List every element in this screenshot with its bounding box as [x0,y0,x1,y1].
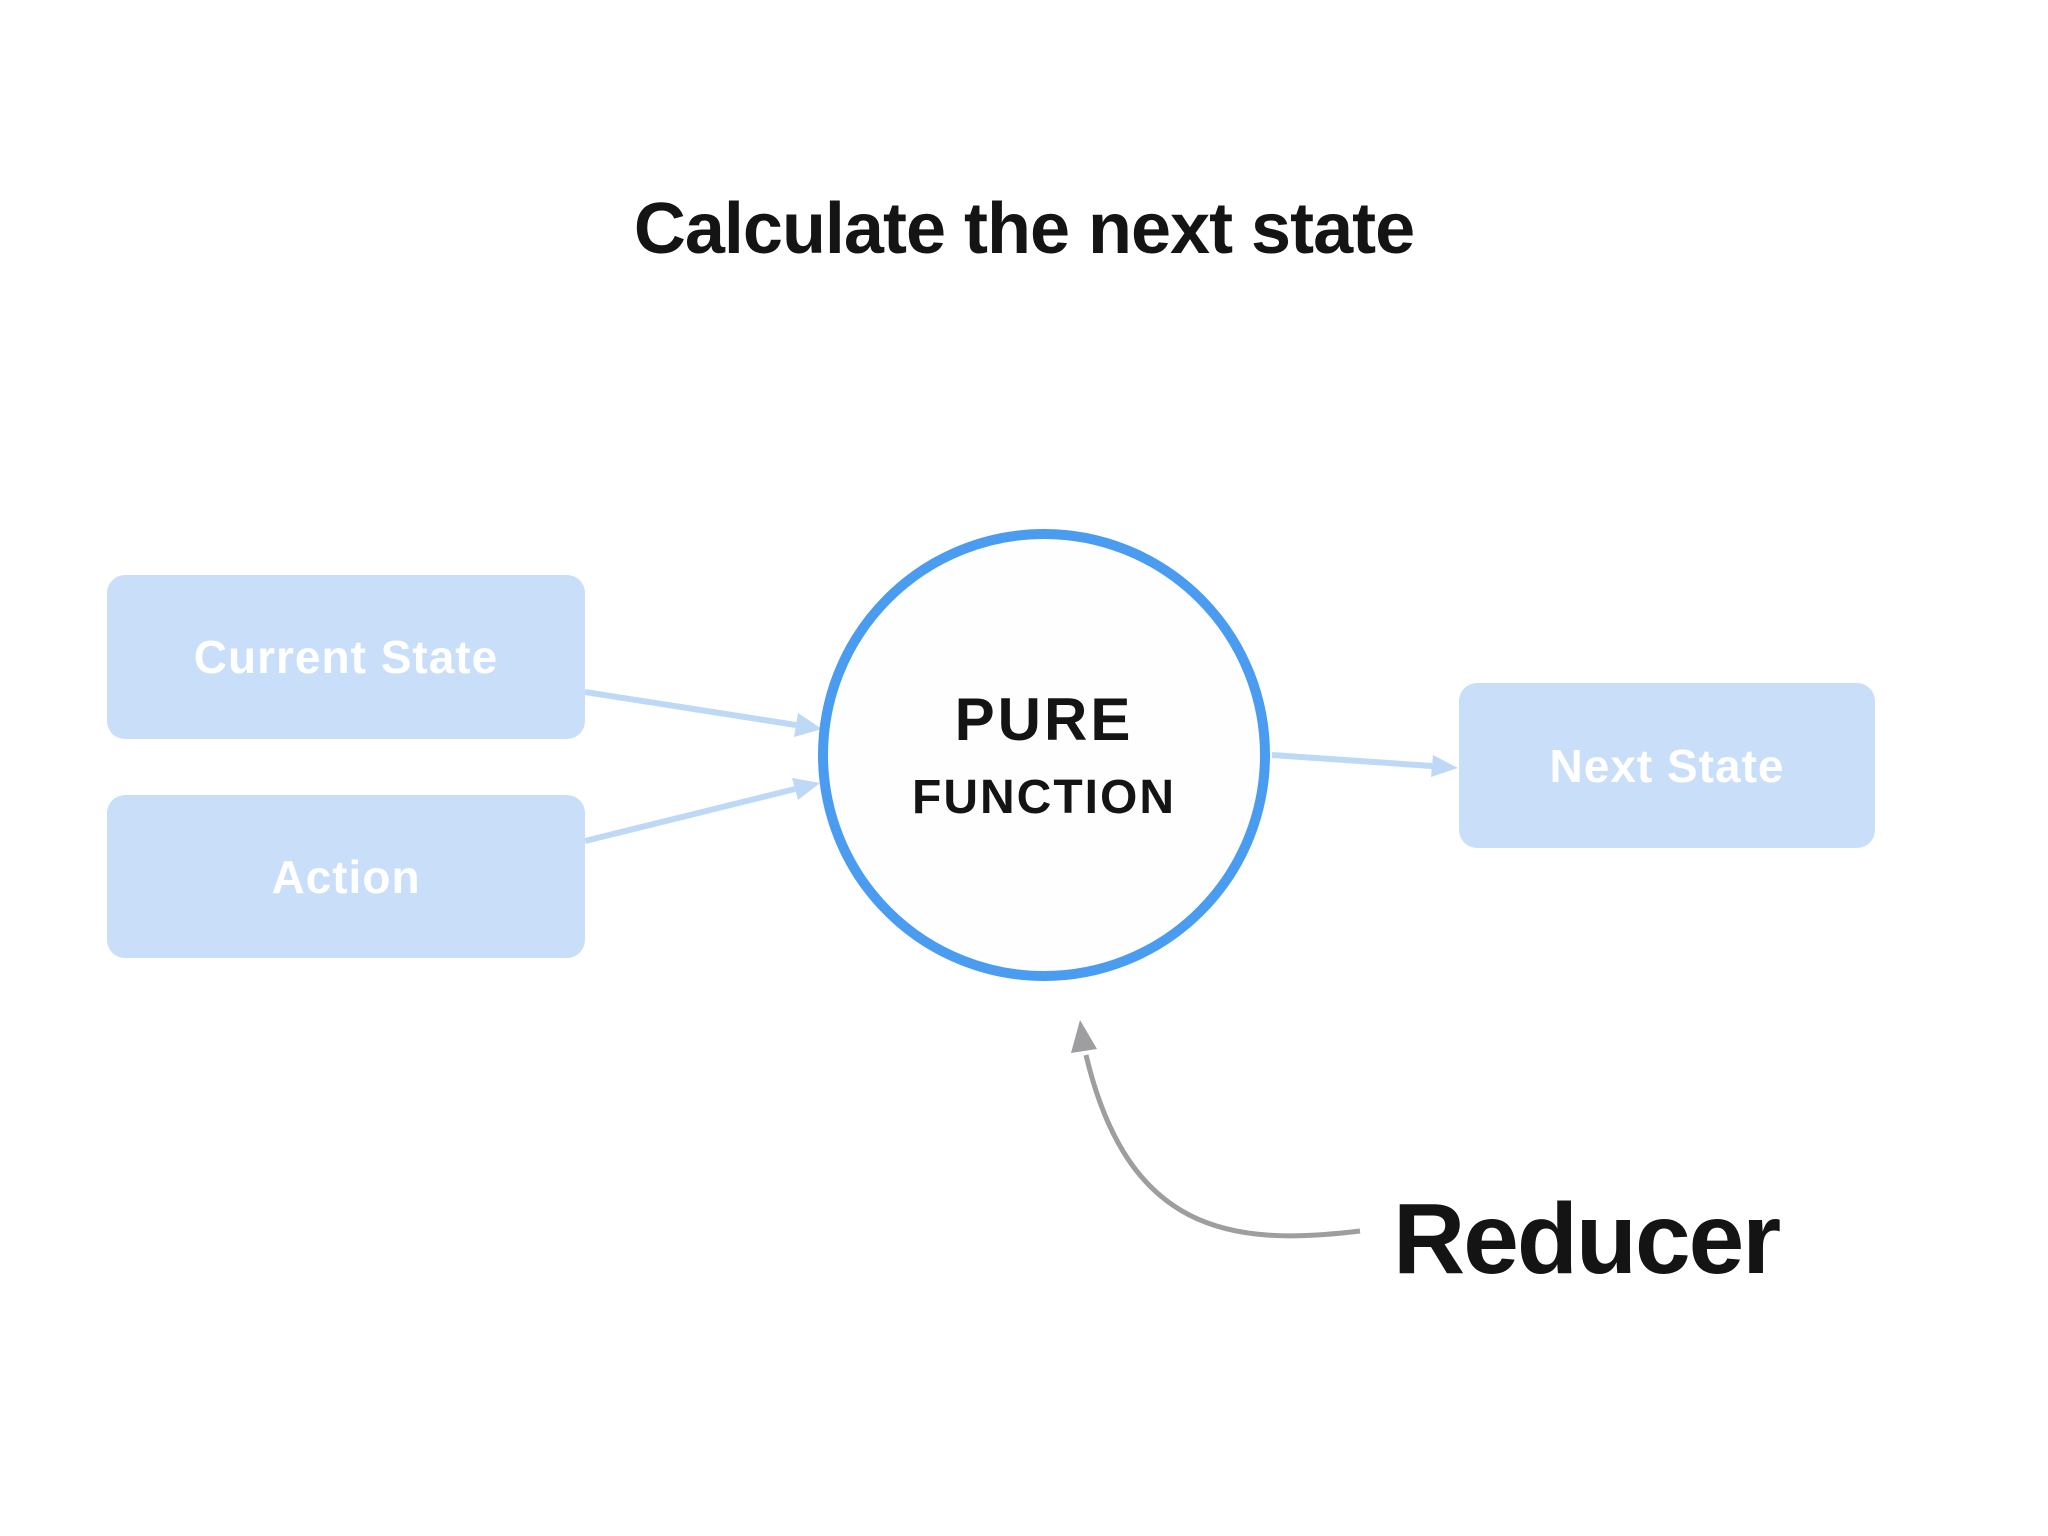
node-next-state-label: Next State [1549,739,1785,792]
node-action: Action [107,795,585,958]
arrow-current-state-to-pure-function [584,689,822,737]
node-next-state: Next State [1459,683,1875,848]
node-action-label: Action [271,850,421,903]
arrow-action-to-pure-function [584,778,820,844]
pure-function-label-line2: FUNCTION [912,771,1176,824]
pure-function-label-line1: PURE [954,686,1134,753]
node-pure-function: PURE FUNCTION [818,529,1270,981]
arrow-reducer-to-pure-function [1071,1020,1361,1239]
reducer-annotation-label: Reducer [1393,1183,1781,1295]
arrow-pure-function-to-next-state [1271,752,1458,777]
diagram-title: Calculate the next state [633,189,1415,269]
node-current-state-label: Current State [193,631,499,683]
node-current-state: Current State [107,575,585,739]
